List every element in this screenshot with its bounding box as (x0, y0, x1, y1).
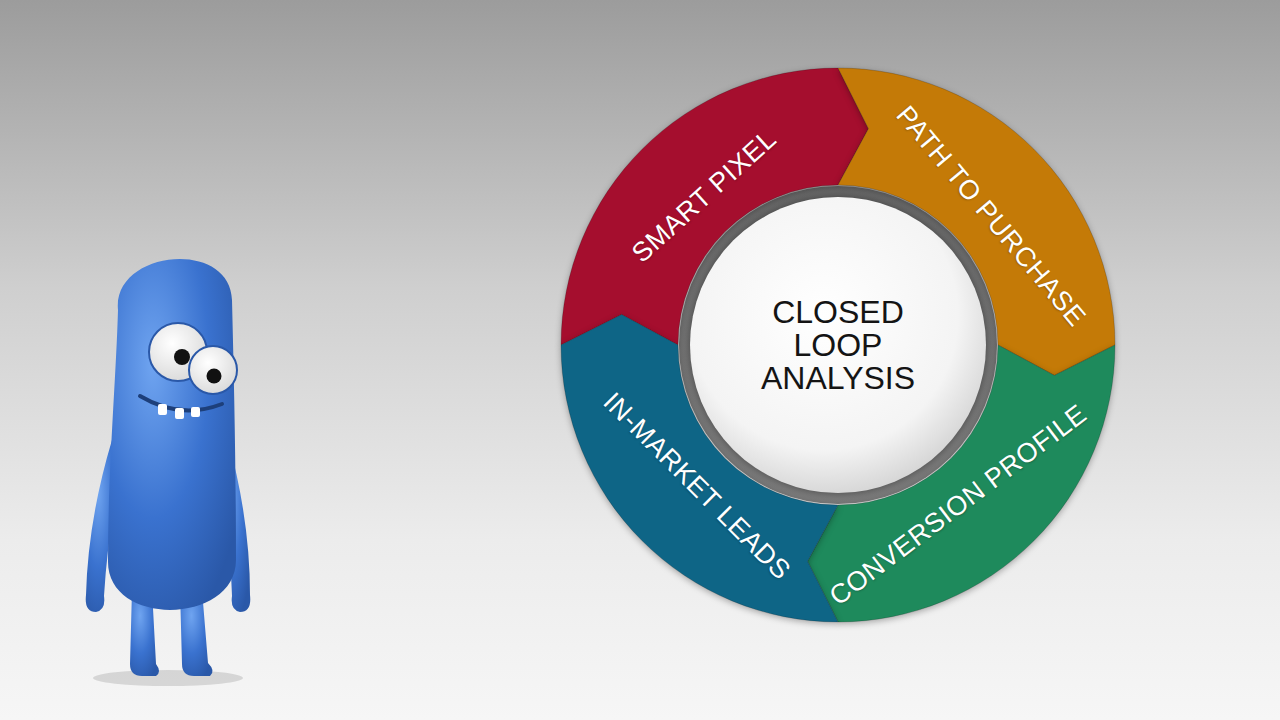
hub-circle (690, 197, 986, 493)
character-tooth (191, 407, 200, 417)
character-tooth (175, 408, 184, 419)
center-circle: CLOSED LOOP ANALYSIS (678, 185, 998, 505)
hub-rim (679, 186, 997, 504)
character-tooth (158, 404, 167, 415)
center-label: CLOSED LOOP ANALYSIS (746, 296, 931, 395)
character-eye (189, 346, 237, 394)
ground-shadow (93, 670, 243, 686)
character-pupil (207, 369, 222, 384)
character-body (108, 259, 236, 610)
hub-text-area: CLOSED LOOP ANALYSIS (678, 185, 998, 505)
character-pupil (174, 349, 190, 365)
